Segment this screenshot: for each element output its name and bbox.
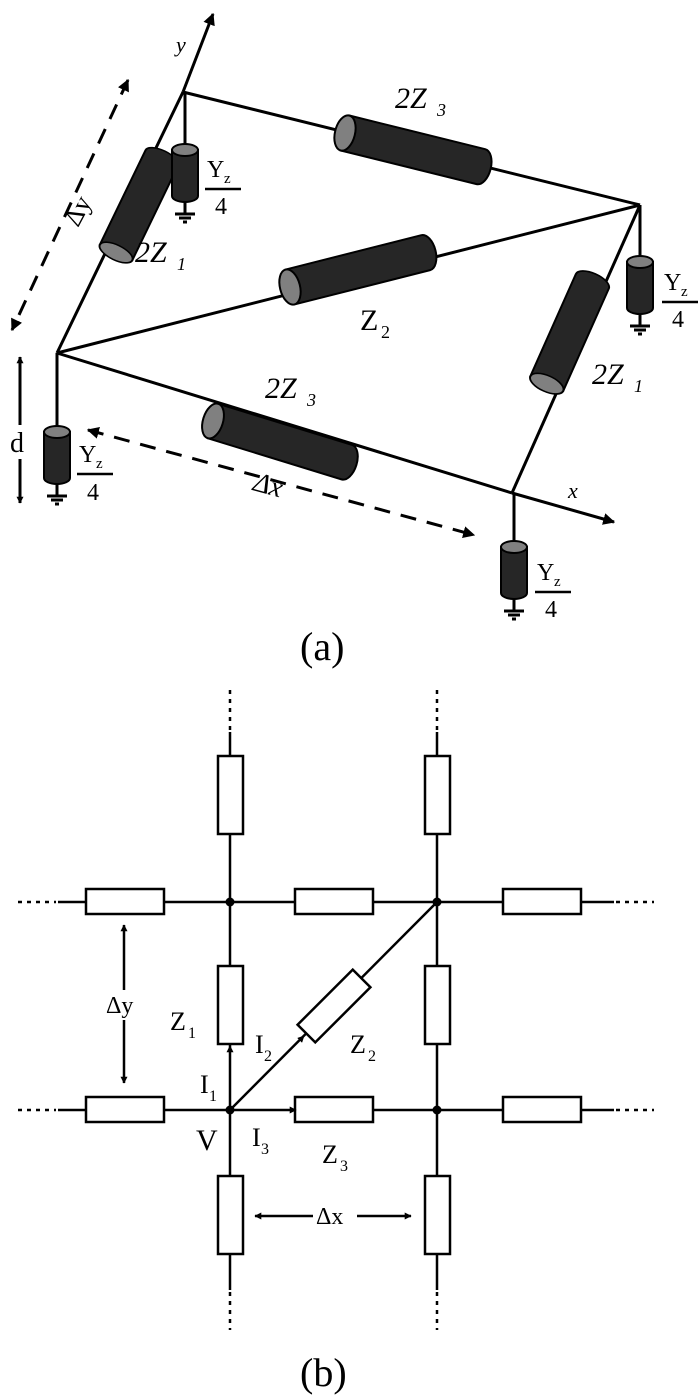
svg-text:1: 1: [177, 254, 186, 274]
svg-text:z: z: [224, 171, 231, 187]
label-z3: Z 3: [322, 1140, 348, 1175]
svg-text:3: 3: [261, 1141, 269, 1158]
label-v: V: [196, 1124, 218, 1157]
dy-dimension-arrow: [10, 78, 130, 332]
shunt-label-top-left: Y z 4: [205, 157, 241, 220]
svg-text:Z: Z: [350, 1030, 366, 1059]
dx-label-b: Δx: [316, 1204, 343, 1230]
label-z2: Z 2: [360, 304, 390, 342]
resistor-v-left-top: [216, 754, 245, 836]
resistor-v-left-bottom: [216, 1174, 245, 1256]
svg-text:3: 3: [340, 1158, 348, 1175]
resistor-h-top-left: [84, 887, 166, 916]
label-2z3-top: 2Z 3: [395, 82, 446, 120]
resistor-h-bottom-right: [501, 1095, 583, 1124]
svg-text:Z: Z: [322, 1140, 338, 1169]
svg-text:Y: Y: [207, 157, 224, 183]
resistor-h-bottom-left: [84, 1095, 166, 1124]
svg-text:4: 4: [672, 307, 684, 333]
resistor-h-top-right: [501, 887, 583, 916]
svg-text:Z: Z: [170, 1007, 186, 1036]
caption-b: (b): [300, 1350, 347, 1395]
shunt-bottom: [499, 523, 529, 621]
svg-text:1: 1: [634, 376, 643, 396]
panel-b: Z 1 Z 2 Z 3 I 1 I 2 I 3 V Δy Δx (b): [18, 690, 654, 1395]
svg-text:I: I: [255, 1030, 264, 1059]
dy-label: Δy: [58, 191, 98, 231]
svg-text:z: z: [681, 284, 688, 300]
svg-text:4: 4: [215, 194, 227, 220]
label-i1: I 1: [200, 1070, 217, 1105]
label-i3: I 3: [252, 1123, 269, 1158]
svg-text:4: 4: [545, 597, 557, 623]
svg-text:z: z: [554, 574, 561, 590]
svg-text:z: z: [96, 456, 103, 472]
svg-text:Y: Y: [537, 560, 554, 586]
svg-text:1: 1: [209, 1088, 217, 1105]
svg-text:2: 2: [381, 322, 390, 342]
x-axis-label: x: [567, 478, 578, 503]
resistor-v-right-mid: [423, 964, 452, 1046]
label-i2: I 2: [255, 1030, 272, 1065]
shunt-left: [42, 408, 72, 506]
svg-text:3: 3: [306, 390, 316, 410]
shunt-top-right: [625, 238, 655, 336]
svg-text:Z: Z: [360, 304, 378, 337]
label-z2: Z 2: [350, 1030, 376, 1065]
svg-text:I: I: [252, 1123, 261, 1152]
dx-label: Δx: [249, 467, 286, 505]
svg-text:3: 3: [436, 100, 446, 120]
resistor-v-right-bottom: [423, 1174, 452, 1256]
svg-text:I: I: [200, 1070, 209, 1099]
dy-label-b: Δy: [106, 993, 133, 1019]
svg-text:1: 1: [188, 1025, 196, 1042]
shunt-label-bottom: Y z 4: [535, 560, 571, 623]
resistor-z2: [295, 967, 373, 1045]
resistor-v-right-top: [423, 754, 452, 836]
svg-text:2Z: 2Z: [265, 372, 297, 405]
panel-a: y x Y z 4 Y z 4 Y z: [8, 12, 698, 669]
cylinder-z2: [274, 231, 441, 308]
svg-text:2Z: 2Z: [135, 236, 167, 269]
cylinder-2z3-bottom: [197, 399, 363, 484]
shunt-label-left: Y z 4: [77, 442, 113, 506]
caption-a: (a): [300, 624, 344, 669]
node-v: [225, 1105, 235, 1115]
d-label: d: [10, 428, 24, 459]
y-axis-arrow: [181, 12, 215, 93]
x-axis-arrow: [511, 491, 616, 525]
svg-text:2: 2: [264, 1048, 272, 1065]
y-axis-label: y: [174, 32, 186, 57]
resistor-z3: [293, 1095, 375, 1124]
svg-text:4: 4: [87, 480, 99, 506]
label-2z3-bottom: 2Z 3: [265, 372, 316, 410]
svg-text:2Z: 2Z: [395, 82, 427, 115]
label-2z1-right: 2Z 1: [592, 358, 643, 396]
label-2z1-left: 2Z 1: [135, 236, 186, 274]
label-z1: Z 1: [170, 1007, 196, 1042]
svg-text:Y: Y: [79, 442, 96, 468]
resistor-h-top-mid: [293, 887, 375, 916]
svg-text:2: 2: [368, 1048, 376, 1065]
svg-text:Y: Y: [664, 270, 681, 296]
dx-dimension-arrow: [86, 427, 476, 538]
resistor-z1: [216, 964, 245, 1046]
shunt-label-top-right: Y z 4: [662, 270, 698, 333]
cylinder-2z3-top: [329, 112, 496, 188]
shunt-top-left: [170, 126, 200, 224]
svg-text:2Z: 2Z: [592, 358, 624, 391]
